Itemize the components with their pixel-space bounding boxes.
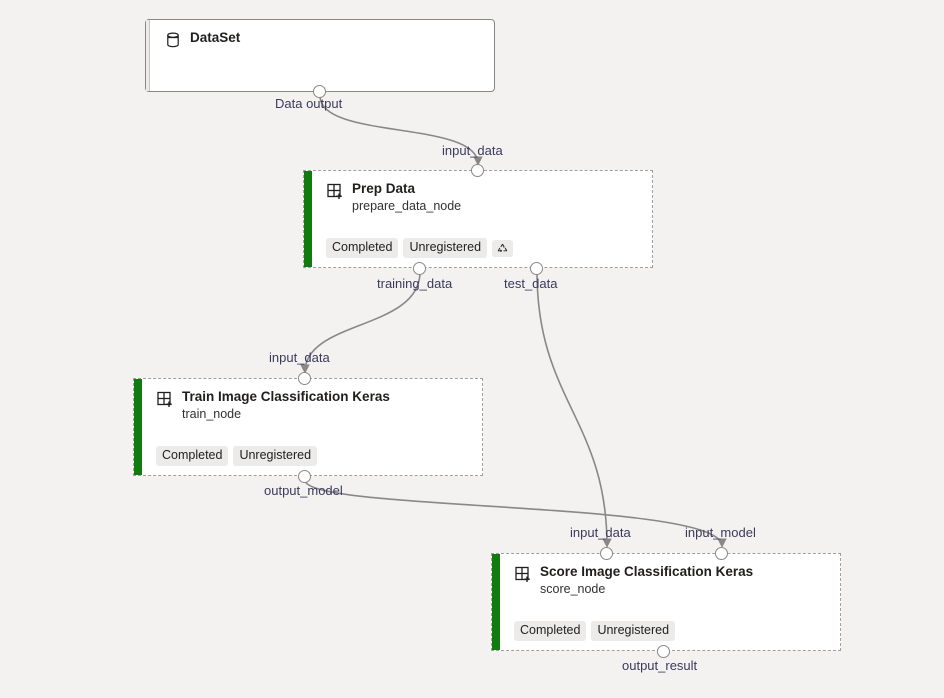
port-label-data-output: Data output [275, 96, 343, 111]
port-label-output-model: output_model [264, 483, 343, 498]
node-prep-data[interactable]: Prep Data prepare_data_node Completed Un… [303, 170, 653, 268]
node-train-image-classification-keras[interactable]: Train Image Classification Keras train_n… [133, 378, 483, 476]
status-badge-completed[interactable]: Completed [326, 238, 399, 258]
node-badges: Completed Unregistered [326, 238, 514, 258]
reuse-icon[interactable] [492, 239, 514, 257]
node-badges: Completed Unregistered [514, 621, 676, 641]
port-label-input-data-prep: input_data [442, 143, 503, 158]
node-subtitle: score_node [540, 582, 606, 596]
port-score-input-data[interactable] [600, 547, 613, 560]
port-label-output-result: output_result [622, 658, 698, 673]
node-title: Score Image Classification Keras [540, 564, 754, 579]
status-badge-completed[interactable]: Completed [514, 621, 587, 641]
database-icon [164, 31, 182, 49]
node-accent-bar [134, 379, 142, 475]
port-label-input-model: input_model [685, 525, 756, 540]
node-subtitle: prepare_data_node [352, 199, 462, 213]
status-badge-unregistered[interactable]: Unregistered [403, 238, 488, 258]
node-dataset[interactable]: DataSet [145, 19, 495, 92]
port-label-test-data: test_data [504, 276, 558, 291]
table-add-icon [514, 565, 532, 583]
node-title: Train Image Classification Keras [182, 389, 390, 404]
port-label-training-data: training_data [377, 276, 453, 291]
edge-prep-test-to-score-in-data [536, 271, 612, 548]
node-badges: Completed Unregistered [156, 446, 318, 466]
port-train-output-model[interactable] [298, 470, 311, 483]
table-add-icon [156, 390, 174, 408]
table-add-icon [326, 182, 344, 200]
node-accent-bar [492, 554, 500, 650]
node-title: DataSet [190, 30, 241, 45]
port-label-input-data-score: input_data [570, 525, 631, 540]
node-score-image-classification-keras[interactable]: Score Image Classification Keras score_n… [491, 553, 841, 651]
port-prep-test-data[interactable] [530, 262, 543, 275]
status-badge-unregistered[interactable]: Unregistered [233, 446, 318, 466]
port-prep-input-data[interactable] [471, 164, 484, 177]
port-score-output-result[interactable] [657, 645, 670, 658]
port-dataset-data-output[interactable] [313, 85, 326, 98]
port-score-input-model[interactable] [715, 547, 728, 560]
port-label-input-data-train: input_data [269, 350, 330, 365]
node-accent-bar [146, 20, 150, 91]
edge-train-out-to-score-in-model [304, 479, 727, 548]
status-badge-completed[interactable]: Completed [156, 446, 229, 466]
status-badge-unregistered[interactable]: Unregistered [591, 621, 676, 641]
port-prep-training-data[interactable] [413, 262, 426, 275]
node-accent-bar [304, 171, 312, 267]
node-subtitle: train_node [182, 407, 242, 421]
port-train-input-data[interactable] [298, 372, 311, 385]
node-title: Prep Data [352, 181, 416, 196]
